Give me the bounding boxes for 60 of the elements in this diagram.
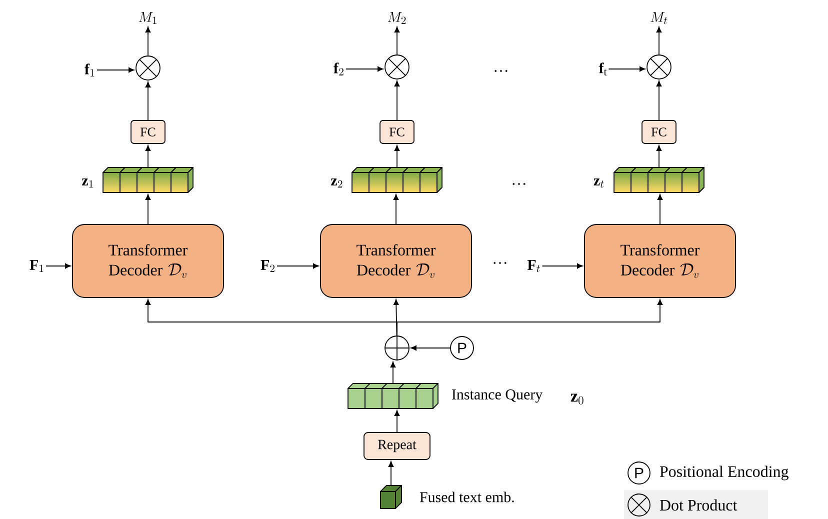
tensor-drawing [614, 167, 704, 193]
arrow [145, 145, 151, 168]
dot-product-symbol [646, 54, 672, 80]
fc-box: FC [380, 120, 414, 144]
arrow [656, 145, 662, 168]
dot-product-symbol [384, 54, 410, 80]
repeat-box: Repeat [364, 432, 430, 460]
arrow [388, 461, 394, 486]
arrow [608, 66, 646, 72]
arrow [410, 345, 450, 351]
tensor-label: $\mathbf{z}_1$ [82, 178, 93, 188]
arrow [96, 67, 134, 73]
fc-box: FC [130, 120, 166, 144]
output-label: $M_t$ [650, 12, 668, 24]
arrow [656, 26, 662, 55]
arrow [394, 299, 399, 336]
arrow [276, 263, 319, 269]
arrow [394, 80, 400, 120]
arrow [145, 194, 151, 224]
tensor-label: $\mathbf{z}_t$ [594, 178, 604, 188]
input-label: $\mathbf{f}_\mathrm{t}$ [598, 62, 607, 76]
arrow [394, 410, 400, 432]
output-label: $M_2$ [388, 12, 406, 24]
ellipsis: … [494, 70, 508, 72]
arrow [657, 194, 663, 224]
arrow [390, 362, 396, 384]
ellipsis: … [512, 183, 526, 185]
legend-text: Dot Product [660, 499, 738, 511]
input-label: $\mathbf{F}_2$ [260, 260, 274, 272]
arrow [394, 145, 400, 168]
input-label: $\mathbf{f}_2$ [334, 62, 344, 76]
arrow [346, 66, 384, 72]
tensor-drawing [352, 167, 442, 193]
input-label: $\mathbf{F}_1$ [30, 260, 44, 272]
ellipsis: … [494, 262, 506, 264]
fc-box: FC [642, 120, 676, 144]
tensor-label: $\mathbf{z}_0$ [570, 394, 584, 404]
tensor-drawing [102, 167, 194, 193]
arrow [145, 82, 151, 120]
dot-product-symbol [136, 56, 160, 80]
arrow [145, 26, 151, 56]
output-label: $M_1$ [138, 12, 156, 24]
tensor-label: $\mathbf{z}_2$ [330, 178, 342, 188]
input-label: $\mathbf{f}_1$ [84, 64, 94, 76]
arrow [46, 263, 71, 269]
input-label: $\mathbf{F}_t$ [527, 260, 540, 272]
decoder-box: Transformer Decoder $\mathcal{D}_v$ [72, 224, 224, 298]
decoder-box: Transformer Decoder $\mathcal{D}_v$ [320, 224, 472, 298]
cube-drawing [380, 485, 402, 509]
arrow [396, 299, 663, 336]
decoder-box: Transformer Decoder $\mathcal{D}_v$ [584, 224, 736, 298]
tensor-drawing [348, 383, 438, 409]
legend-text: Positional Encoding [660, 466, 788, 480]
arrow [394, 26, 400, 55]
add-symbol [384, 335, 410, 361]
arrow [393, 194, 399, 224]
caption-text: Fused text emb. [420, 492, 514, 502]
arrow [542, 263, 583, 269]
caption-text: Instance Query [452, 389, 543, 403]
arrow [656, 80, 662, 120]
